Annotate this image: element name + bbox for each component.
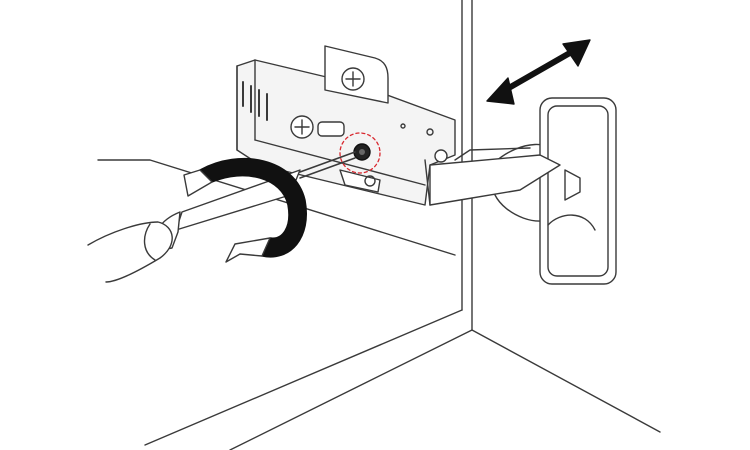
- hinge-arm: [236, 59, 456, 206]
- hinge-knuckle: [429, 147, 561, 206]
- double-arrow-icon: [486, 39, 591, 105]
- cabinet-shelf: [97, 159, 456, 256]
- cabinet-side-panel: [144, 0, 661, 450]
- mounting-plate: [324, 45, 389, 193]
- hand-icon: [87, 221, 173, 283]
- hinge-cup-plate: [494, 97, 617, 285]
- rotation-arrow-icon: [183, 158, 307, 263]
